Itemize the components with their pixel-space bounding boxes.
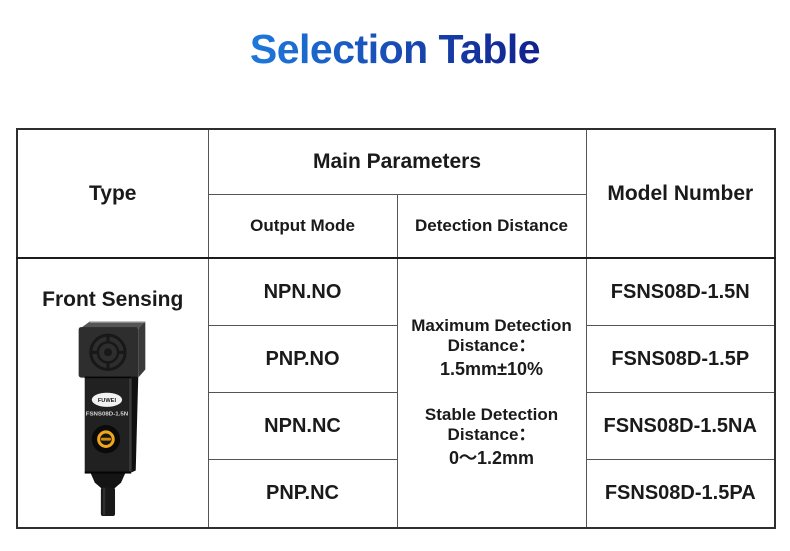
cable-gland bbox=[90, 473, 125, 489]
header-output-mode: Output Mode bbox=[207, 194, 398, 259]
header-main-parameters: Main Parameters bbox=[207, 128, 587, 195]
max-detection-line2: Distance： bbox=[447, 335, 536, 355]
output-mode-cell: PNP.NC bbox=[207, 459, 398, 529]
sensor-seam bbox=[84, 376, 131, 378]
table-row: PNP.NO FSNS08D-1.5P bbox=[17, 325, 776, 393]
table-row: Front Sensing bbox=[16, 257, 776, 529]
selection-table: Type Main Parameters Model Number Output… bbox=[16, 128, 776, 529]
type-cell: Front Sensing bbox=[16, 257, 209, 529]
header-model-number: Model Number bbox=[585, 128, 776, 259]
stable-detection-line2: Distance： bbox=[447, 424, 536, 444]
max-detection-line1: Maximum Detection bbox=[411, 315, 572, 335]
stable-detection-line1: Stable Detection bbox=[424, 405, 559, 424]
header-type: Type bbox=[16, 128, 209, 259]
stable-detection-block: Stable Detection Distance： 0～1.2mm bbox=[425, 405, 558, 470]
sensor-base-seam bbox=[84, 471, 131, 474]
sensor-body-edge-highlight bbox=[128, 378, 131, 472]
sensing-ring-slot bbox=[100, 437, 111, 441]
sensor-head-top-face bbox=[80, 321, 146, 328]
max-detection-value: 1.5mm±10% bbox=[440, 359, 543, 380]
maximum-detection-block: Maximum Detection Distance： 1.5mm±10% bbox=[411, 316, 572, 381]
sensor-head-side-face bbox=[138, 321, 146, 378]
brand-oval bbox=[91, 392, 122, 407]
sensor-product-image: FUWEI FSNS08D-1.5N bbox=[78, 320, 146, 516]
model-number-cell: FSNS08D-1.5P bbox=[585, 325, 776, 393]
brand-logo-text: FUWEI bbox=[98, 398, 117, 404]
detection-distance-cell: Maximum Detection Distance： 1.5mm±10% St… bbox=[396, 257, 587, 529]
sensor-body-side-face bbox=[130, 376, 139, 473]
page-title: Selection Table bbox=[249, 26, 541, 72]
stable-detection-value: 0～1.2mm bbox=[448, 448, 535, 469]
output-mode-cell: PNP.NO bbox=[207, 325, 398, 393]
output-mode-cell: NPN.NC bbox=[207, 392, 398, 460]
model-number-cell: FSNS08D-1.5N bbox=[585, 257, 776, 326]
header-detection-distance: Detection Distance bbox=[396, 194, 587, 259]
table-row: PNP.NC FSNS08D-1.5PA bbox=[17, 459, 776, 529]
type-label: Front Sensing bbox=[42, 288, 184, 312]
target-emblem-icon bbox=[89, 333, 127, 371]
cable-highlight bbox=[102, 487, 106, 515]
output-mode-cell: NPN.NO bbox=[207, 257, 398, 326]
table-row: NPN.NC FSNS08D-1.5NA bbox=[17, 392, 776, 460]
model-number-cell: FSNS08D-1.5NA bbox=[585, 392, 776, 460]
printed-model-text: FSNS08D-1.5N bbox=[85, 411, 127, 417]
sensor-body-front-face bbox=[84, 376, 131, 473]
model-number-cell: FSNS08D-1.5PA bbox=[585, 459, 776, 529]
